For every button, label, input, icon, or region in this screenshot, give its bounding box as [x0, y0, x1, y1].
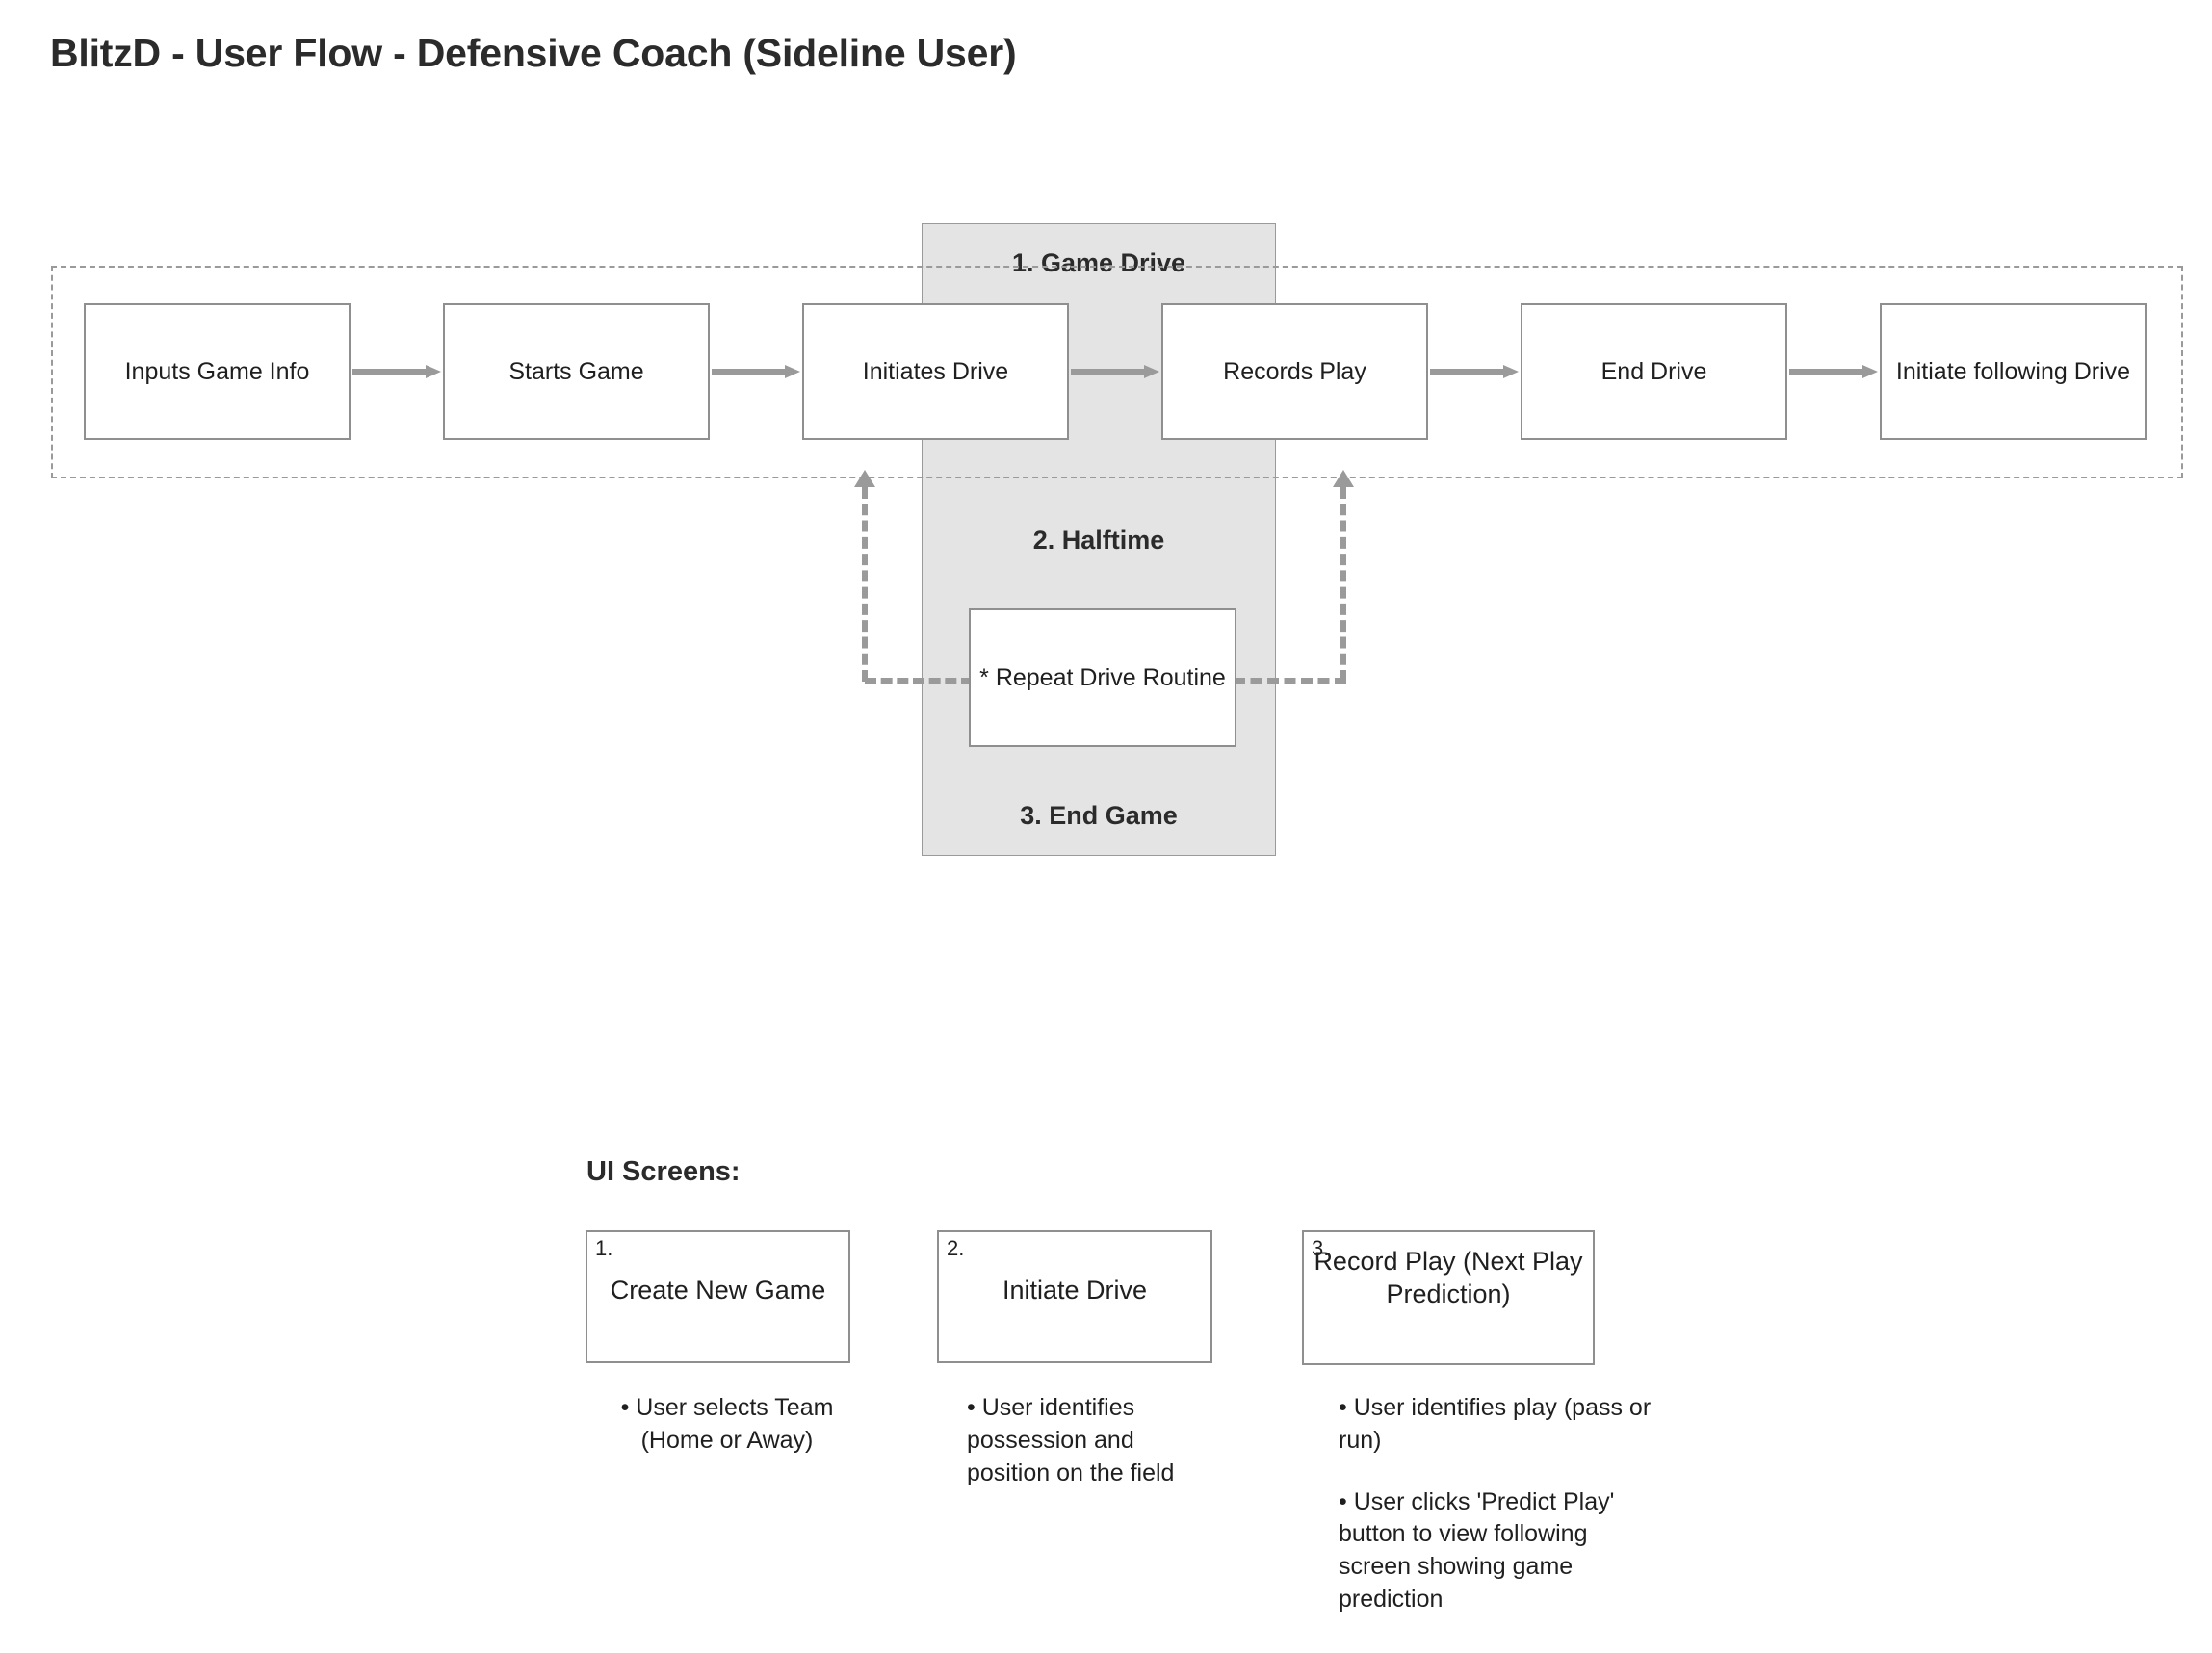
feedback-loop-left-horizontal: [865, 678, 973, 684]
flow-arrow-2: [712, 365, 800, 378]
ui-screen-card-3[interactable]: 3. Record Play (Next Play Prediction): [1302, 1230, 1595, 1365]
arrow-head-icon: [1862, 365, 1878, 378]
feedback-loop-left-arrowhead-icon: [854, 470, 875, 487]
ui-screen-number: 1.: [595, 1236, 613, 1260]
flow-step-starts-game[interactable]: Starts Game: [443, 303, 710, 440]
feedback-loop-right-arrowhead-icon: [1333, 470, 1354, 487]
ui-screen-note: • User clicks 'Predict Play' button to v…: [1339, 1487, 1615, 1613]
flow-step-initiate-following-drive[interactable]: Initiate following Drive: [1880, 303, 2147, 440]
ui-screen-card-1[interactable]: 1. Create New Game: [586, 1230, 850, 1363]
ui-screen-note: • User identifies play (pass or run): [1339, 1394, 1652, 1454]
phase-label-halftime: 2. Halftime: [1032, 526, 1165, 555]
feedback-loop-right-horizontal: [1234, 678, 1346, 684]
flow-step-end-drive[interactable]: End Drive: [1521, 303, 1787, 440]
ui-screen-note: • User selects Team (Home or Away): [620, 1394, 834, 1454]
flow-step-inputs-game-info[interactable]: Inputs Game Info: [84, 303, 351, 440]
ui-screen-label: Initiate Drive: [1002, 1276, 1148, 1304]
arrow-shaft: [1789, 369, 1862, 375]
ui-screen-notes-2: • User identifies possession and positio…: [967, 1392, 1217, 1489]
feedback-loop-left-vertical: [862, 487, 868, 682]
arrow-head-icon: [1503, 365, 1519, 378]
ui-screen-number: 3.: [1312, 1236, 1330, 1260]
feedback-loop-right-vertical: [1340, 487, 1346, 682]
ui-screens-heading: UI Screens:: [586, 1156, 741, 1187]
page-title: BlitzD - User Flow - Defensive Coach (Si…: [50, 31, 1017, 75]
game-drive-group-outline: [51, 266, 2183, 478]
flow-step-records-play[interactable]: Records Play: [1161, 303, 1428, 440]
phase-label-end-game: 3. End Game: [1020, 801, 1178, 830]
ui-screen-label: Create New Game: [610, 1276, 826, 1304]
ui-screen-notes-1: • User selects Team (Home or Away): [587, 1392, 867, 1458]
arrow-shaft: [352, 369, 426, 375]
arrow-head-icon: [1144, 365, 1159, 378]
arrow-head-icon: [426, 365, 441, 378]
flow-arrow-1: [352, 365, 441, 378]
arrow-head-icon: [785, 365, 800, 378]
ui-screen-card-2[interactable]: 2. Initiate Drive: [937, 1230, 1212, 1363]
arrow-shaft: [1430, 369, 1503, 375]
flow-arrow-4: [1430, 365, 1519, 378]
flow-arrow-5: [1789, 365, 1878, 378]
ui-screen-notes-3: • User identifies play (pass or run) • U…: [1339, 1392, 1656, 1616]
ui-screen-label: Record Play (Next Play Prediction): [1314, 1247, 1583, 1308]
arrow-shaft: [712, 369, 785, 375]
flow-arrow-3: [1071, 365, 1159, 378]
arrow-shaft: [1071, 369, 1144, 375]
phase-label-game-drive: 1. Game Drive: [1011, 248, 1186, 277]
ui-screen-note: • User identifies possession and positio…: [967, 1394, 1175, 1486]
ui-screen-number: 2.: [947, 1236, 965, 1260]
flow-step-initiates-drive[interactable]: Initiates Drive: [802, 303, 1069, 440]
flow-node-repeat-drive-routine[interactable]: * Repeat Drive Routine: [969, 608, 1236, 747]
